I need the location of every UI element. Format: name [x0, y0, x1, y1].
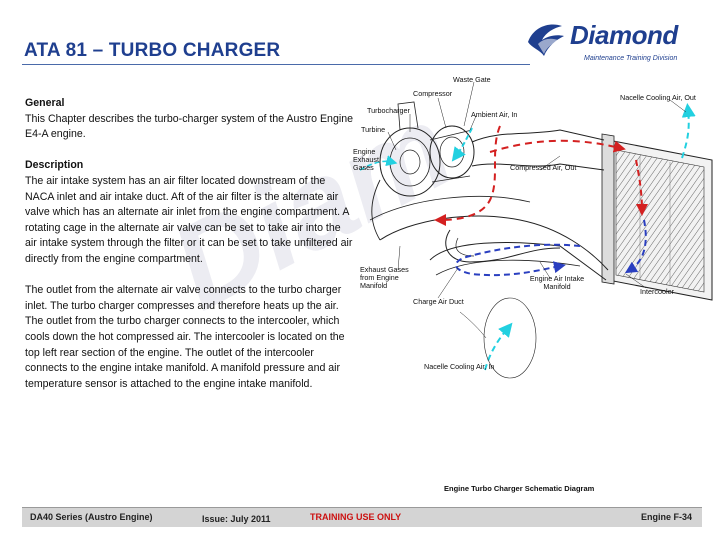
label-turbocharger: Turbocharger: [367, 106, 410, 115]
cool-air-flow-arrow: [624, 219, 647, 274]
diagram-caption: Engine Turbo Charger Schematic Diagram: [444, 484, 595, 493]
hot-air-flow-arrow: [434, 125, 501, 226]
leader-lines: [387, 81, 687, 339]
label-exhaust-gases-manifold: Exhaust Gases from Engine Manifold: [360, 265, 409, 290]
logo-subtitle: Maintenance Training Division: [584, 55, 678, 62]
intercooler-core: [601, 133, 713, 301]
label-compressor: Compressor: [413, 89, 453, 98]
compressed-air-down-arrow: [635, 159, 648, 216]
nacelle-cooling-out-arrow: [681, 103, 696, 159]
label-charge-air-duct: Charge Air Duct: [413, 297, 464, 306]
ambient-air-in-arrow: [451, 127, 473, 162]
schematic-drawing: [359, 81, 713, 379]
footer-bar: DA40 Series (Austro Engine) Issue: July …: [22, 507, 702, 527]
nacelle-inlet-outline: [483, 297, 537, 379]
label-nacelle-cooling-in: Nacelle Cooling Air, In: [424, 362, 495, 371]
label-engine-air-intake-manifold: Engine Air Intake Manifold: [529, 274, 585, 291]
footer-series: DA40 Series (Austro Engine): [30, 512, 153, 522]
manifold-air-flow-arrow: [455, 243, 581, 277]
label-compressed-air-out: Compressed Air, Out: [510, 163, 577, 172]
diamond-emblem-icon: [528, 24, 564, 56]
label-ambient-air-in: Ambient Air, In: [471, 110, 518, 119]
general-heading: General: [25, 97, 65, 109]
body-text: General This Chapter describes the turbo…: [25, 96, 353, 408]
compressed-air-out-arrow: [489, 139, 626, 153]
nacelle-cooling-in-arrow: [484, 322, 513, 371]
label-nacelle-cooling-out: Nacelle Cooling Air, Out: [620, 93, 696, 102]
title-divider: [22, 64, 530, 65]
label-engine-exhaust-gases: Engine Exhaust Gases: [353, 147, 379, 172]
turbo-charger-schematic: Waste Gate Compressor Turbocharger Ambie…: [340, 70, 720, 490]
footer-training-notice: TRAINING USE ONLY: [310, 512, 402, 522]
diamond-logo: Diamond Maintenance Training Division: [524, 18, 704, 70]
label-intercooler: Intercooler: [640, 287, 674, 296]
label-turbine: Turbine: [361, 125, 386, 134]
exhaust-flow-arrow: [359, 155, 398, 171]
description-paragraph-1: The air intake system has an air filter …: [25, 174, 353, 265]
footer-page-number: Engine F-34: [640, 512, 692, 522]
label-waste-gate: Waste Gate: [453, 75, 491, 84]
ducting: [369, 129, 609, 281]
general-paragraph: This Chapter describes the turbo-charger…: [25, 112, 353, 141]
page-title: ATA 81 – TURBO CHARGER: [24, 40, 281, 61]
logo-wordmark: Diamond: [570, 20, 678, 50]
description-heading: Description: [25, 159, 84, 172]
description-paragraph-2: The outlet from the alternate air valve …: [25, 284, 345, 390]
footer-issue: Issue: July 2011: [202, 514, 271, 524]
